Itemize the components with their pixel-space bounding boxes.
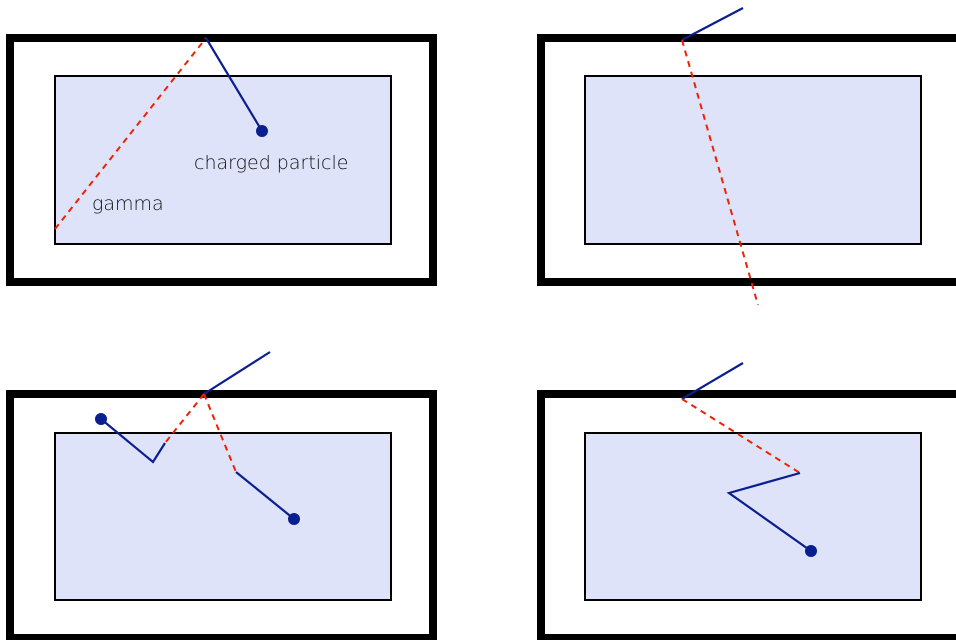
panel-top-right: [537, 7, 956, 306]
charged-track: [205, 37, 263, 132]
charged-particle-endpoint: [805, 545, 817, 557]
detector-volume: [54, 75, 392, 245]
charged-particle-endpoint: [256, 125, 268, 137]
charged-track: [726, 471, 812, 552]
charged-track-right: [235, 471, 295, 520]
charged-track-left: [100, 418, 166, 464]
charged-particle-label: charged particle: [194, 152, 348, 174]
panel-bottom-right: [537, 362, 956, 640]
detector-volume: [584, 432, 922, 601]
incoming-track: [681, 7, 744, 41]
gamma-track-right: [203, 393, 237, 473]
gamma-track: [681, 39, 759, 306]
gamma-track: [681, 398, 801, 474]
incoming-track: [203, 351, 271, 395]
panel-top-left: charged particle gamma: [6, 34, 437, 286]
charged-particle-endpoint-right: [288, 513, 300, 525]
incoming-track: [681, 362, 744, 400]
gamma-label: gamma: [92, 193, 164, 215]
charged-particle-endpoint-left: [95, 413, 107, 425]
panel-bottom-left: [6, 351, 437, 640]
gamma-track: [54, 37, 207, 230]
detector-volume: [584, 75, 922, 245]
detector-volume: [54, 432, 392, 601]
